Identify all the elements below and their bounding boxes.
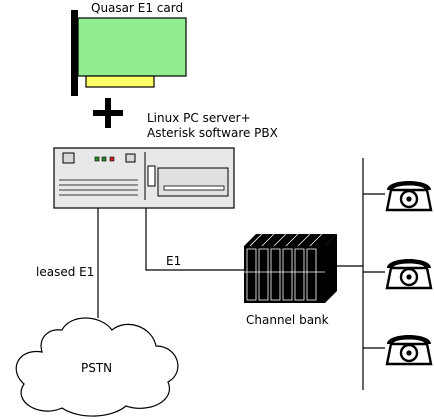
card-connector bbox=[85, 75, 155, 88]
bank-top bbox=[244, 234, 337, 246]
connection-lines bbox=[97, 158, 385, 390]
bank-front bbox=[244, 246, 325, 303]
server-label-line1: Linux PC server+ bbox=[147, 111, 251, 125]
plus-icon bbox=[93, 98, 123, 128]
bank-modules bbox=[244, 233, 325, 301]
server-case bbox=[53, 147, 235, 209]
pstn-label: PSTN bbox=[81, 361, 112, 375]
slot-indicator bbox=[147, 165, 156, 187]
channel-bank-icon bbox=[244, 233, 337, 303]
reset-button bbox=[125, 153, 136, 163]
bank-side bbox=[325, 234, 337, 303]
server-label-line2: Asterisk software PBX bbox=[147, 126, 278, 140]
cloud-icon bbox=[15, 317, 179, 417]
drive-bay bbox=[157, 167, 229, 197]
e1-label: E1 bbox=[166, 254, 181, 268]
leased-e1-label: leased E1 bbox=[36, 265, 94, 279]
telephone-icon bbox=[385, 335, 433, 366]
telephone-icon bbox=[385, 181, 433, 212]
card-board bbox=[77, 17, 187, 77]
card-label: Quasar E1 card bbox=[91, 1, 183, 15]
channel-bank-label: Channel bank bbox=[246, 313, 329, 327]
server-vent bbox=[59, 179, 138, 196]
power-button bbox=[62, 152, 75, 164]
card-bracket bbox=[71, 10, 78, 96]
pc-server-icon bbox=[53, 147, 235, 209]
led-1 bbox=[94, 156, 100, 162]
led-2 bbox=[101, 156, 107, 162]
led-3 bbox=[109, 156, 115, 162]
e1-card-icon bbox=[71, 10, 187, 96]
drive-slot bbox=[163, 185, 225, 191]
telephone-icon bbox=[385, 259, 433, 290]
e1-line bbox=[145, 208, 244, 271]
